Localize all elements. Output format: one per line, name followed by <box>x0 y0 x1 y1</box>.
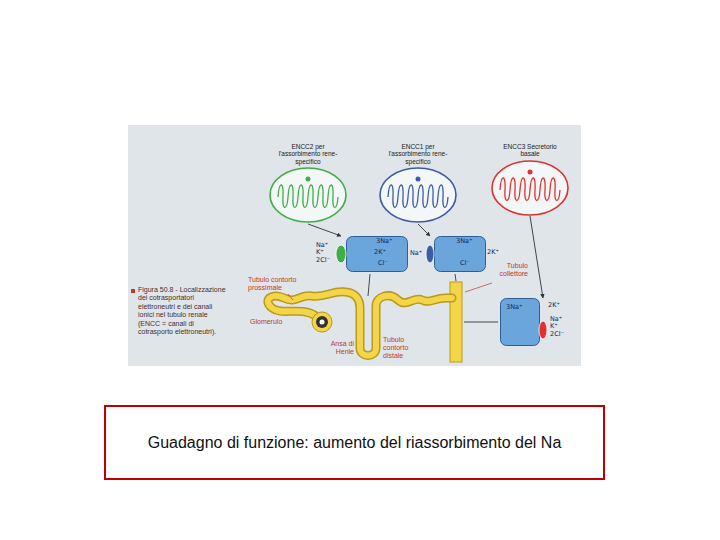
caption-marker <box>131 289 135 293</box>
transporter-circle: ENCC2 per l'assorbimento rene-specifico <box>268 143 348 226</box>
statement-box: Guadagno di funzione: aumento del riasso… <box>104 405 605 480</box>
cotransporter <box>426 245 434 263</box>
circle-outline <box>492 161 568 215</box>
structure-label: Tubulo contorto prossimale <box>248 276 304 292</box>
cell-shape <box>410 236 500 272</box>
protein-helices <box>500 178 560 201</box>
protein-site <box>416 177 421 182</box>
transporter-circle: ENCC1 per l'assorbimento rene-specifico <box>378 143 458 226</box>
circle-outline <box>380 168 456 222</box>
circle-heading: ENCC3 Secretorio basale <box>498 143 562 158</box>
cotransporter <box>539 321 547 339</box>
tubule-cell: Na⁺ 3Na⁺ 2K⁺ Cl⁻ <box>410 236 500 272</box>
leader-line <box>465 283 492 292</box>
circle-heading: ENCC2 per l'assorbimento rene-specifico <box>276 143 340 165</box>
protein-site <box>306 177 311 182</box>
cell-body <box>501 299 540 346</box>
figure-caption: Figura 50.8 - Localizzazione dei cotrasp… <box>138 286 230 336</box>
ion-label: Na⁺ K⁺ 2Cl⁻ <box>316 242 333 264</box>
tubule-cell: Na⁺ K⁺ 2Cl⁻ 3Na⁺ 2K⁺ Cl⁻ <box>316 236 408 272</box>
ion-label: 2K⁺ <box>548 302 560 309</box>
protein-helices <box>388 185 448 208</box>
structure-label: Glomerulo <box>250 318 300 326</box>
glomerulus-center <box>320 320 325 325</box>
leader-line <box>455 274 456 281</box>
connector <box>308 224 341 236</box>
leader-line <box>288 294 293 300</box>
glomerulus-capsule <box>312 312 332 332</box>
tubule-cell: 3Na⁺ 2K⁺ Na⁺ K⁺ 2Cl⁻ <box>500 298 578 346</box>
protein-helices <box>278 185 338 208</box>
connector <box>530 216 543 298</box>
ion-label: 3Na⁺ <box>456 238 472 245</box>
leader-line <box>368 274 370 296</box>
protein-site <box>528 169 533 174</box>
ion-label: 3Na⁺ <box>376 238 392 245</box>
leader-line <box>464 322 498 323</box>
ion-label: 3Na⁺ <box>506 304 522 311</box>
cell-body <box>347 237 408 272</box>
circle-outline <box>270 168 346 222</box>
cell-shape <box>316 236 408 272</box>
cotransporter <box>336 245 346 263</box>
transporter-circle: ENCC3 Secretorio basale <box>490 143 570 218</box>
structure-label: Tubulo contorto distale <box>383 336 423 360</box>
tubule <box>268 292 452 356</box>
cell-body <box>435 237 486 272</box>
circle-shape <box>268 167 348 225</box>
circle-shape <box>378 167 458 225</box>
ion-label: Na⁺ <box>410 250 422 257</box>
ion-label: 2K⁺ <box>374 249 386 256</box>
circle-shape <box>490 160 570 218</box>
ion-label: Na⁺ K⁺ 2Cl⁻ <box>550 316 568 338</box>
glomerulus <box>316 316 328 328</box>
tubule-outline <box>268 292 452 356</box>
ion-label: Cl⁻ <box>460 260 470 267</box>
statement-text: Guadagno di funzione: aumento del riasso… <box>148 433 562 453</box>
structure-label: Tubulo collettore <box>480 262 528 278</box>
ion-label: Cl⁻ <box>378 260 388 267</box>
figure-panel <box>128 125 581 366</box>
connector <box>418 224 430 236</box>
structure-label: Ansa di Henle <box>318 340 354 356</box>
circle-heading: ENCC1 per l'assorbimento rene-specifico <box>386 143 450 165</box>
ion-label: 2K⁺ <box>487 249 499 256</box>
